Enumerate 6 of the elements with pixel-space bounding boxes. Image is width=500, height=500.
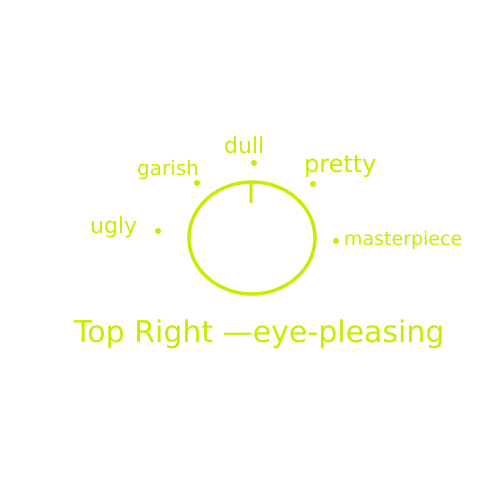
word-label: masterpiece — [344, 230, 462, 249]
word-label: pretty — [304, 152, 376, 176]
word-label: dull — [224, 136, 264, 158]
word-label: garish — [137, 158, 199, 178]
word-label: ugly — [90, 216, 138, 238]
heading-text: Top Right —eye-pleasing — [74, 318, 444, 348]
